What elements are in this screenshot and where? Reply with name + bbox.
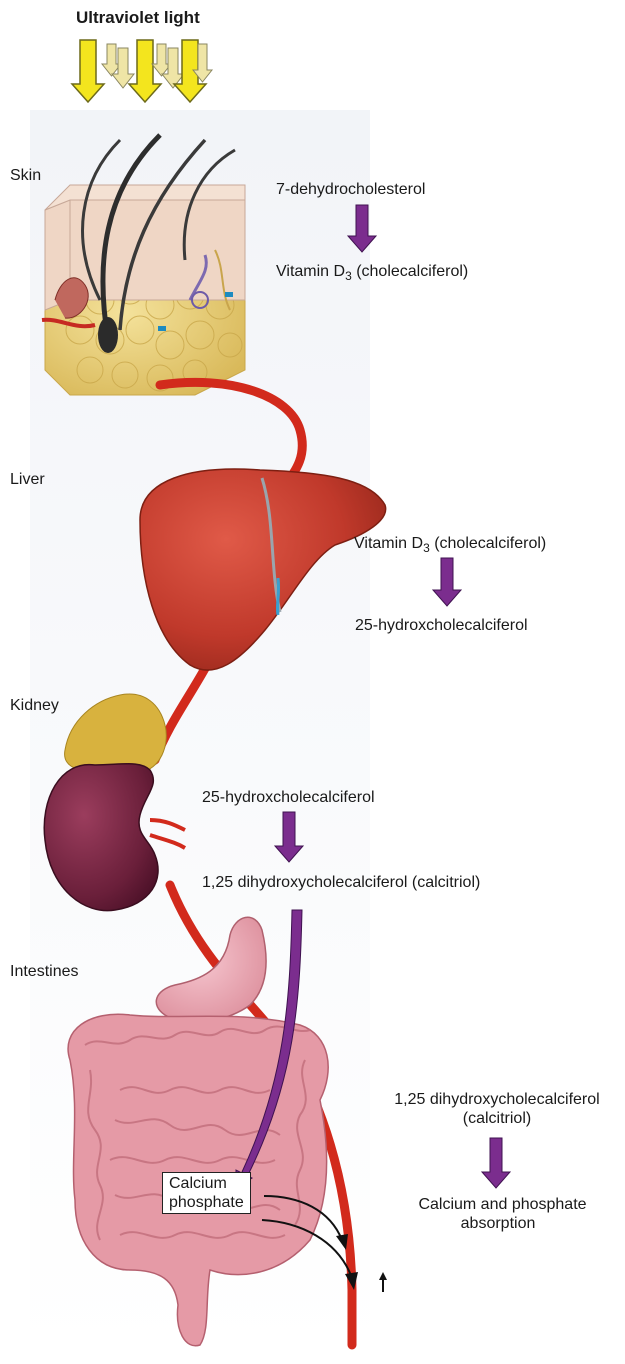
liver-process-arrow <box>433 558 461 606</box>
skin-step-from: 7-dehydrocholesterol <box>276 180 425 199</box>
intestine-step-to-line2: absorption <box>378 1214 618 1233</box>
organ-label-liver: Liver <box>10 470 45 489</box>
calcium-phosphate-line2: phosphate <box>169 1193 244 1212</box>
calcium-phosphate-line1: Calcium <box>169 1174 244 1193</box>
intestine-step-to-line1: Calcium and phosphate <box>418 1196 586 1213</box>
organ-label-intestines: Intestines <box>10 962 78 981</box>
calcium-phosphate-box: Calcium phosphate <box>162 1172 251 1214</box>
intestine-step-from: 1,25 dihydroxycholecalciferol (calcitrio… <box>368 1090 625 1128</box>
title: Ultraviolet light <box>76 8 200 27</box>
intestine-step-from-line1: 1,25 dihydroxycholecalciferol <box>368 1090 625 1109</box>
skin-step-to-suffix: (cholecalciferol) <box>352 263 468 280</box>
liver-step-to: 25-hydroxcholecalciferol <box>355 616 528 635</box>
uv-arrow-4 <box>129 40 161 102</box>
liver-step-from: Vitamin D3 (cholecalciferol) <box>354 534 546 554</box>
kidney-step-from: 25-hydroxcholecalciferol <box>202 788 375 807</box>
uv-arrows <box>72 40 212 102</box>
uv-arrow-1 <box>72 40 104 102</box>
kidney-step-to: 1,25 dihydroxycholecalciferol (calcitrio… <box>202 873 480 892</box>
intestine-step-to: ↑Calcium and phosphate absorption <box>378 1195 618 1233</box>
organ-label-kidney: Kidney <box>10 696 59 715</box>
skin-step-to-sub: 3 <box>345 269 352 283</box>
liver-step-from-sub: 3 <box>423 541 430 555</box>
intestine-step-from-line2: (calcitriol) <box>368 1109 625 1128</box>
intestine-process-arrow <box>482 1138 510 1188</box>
liver-step-from-main: Vitamin D <box>354 535 423 552</box>
liver-step-from-suffix: (cholecalciferol) <box>430 535 546 552</box>
skin-step-to-main: Vitamin D <box>276 263 345 280</box>
skin-step-to: Vitamin D3 (cholecalciferol) <box>276 262 468 282</box>
intestine-step-to-line1-row: ↑Calcium and phosphate <box>378 1195 618 1214</box>
organ-label-skin: Skin <box>10 166 41 185</box>
